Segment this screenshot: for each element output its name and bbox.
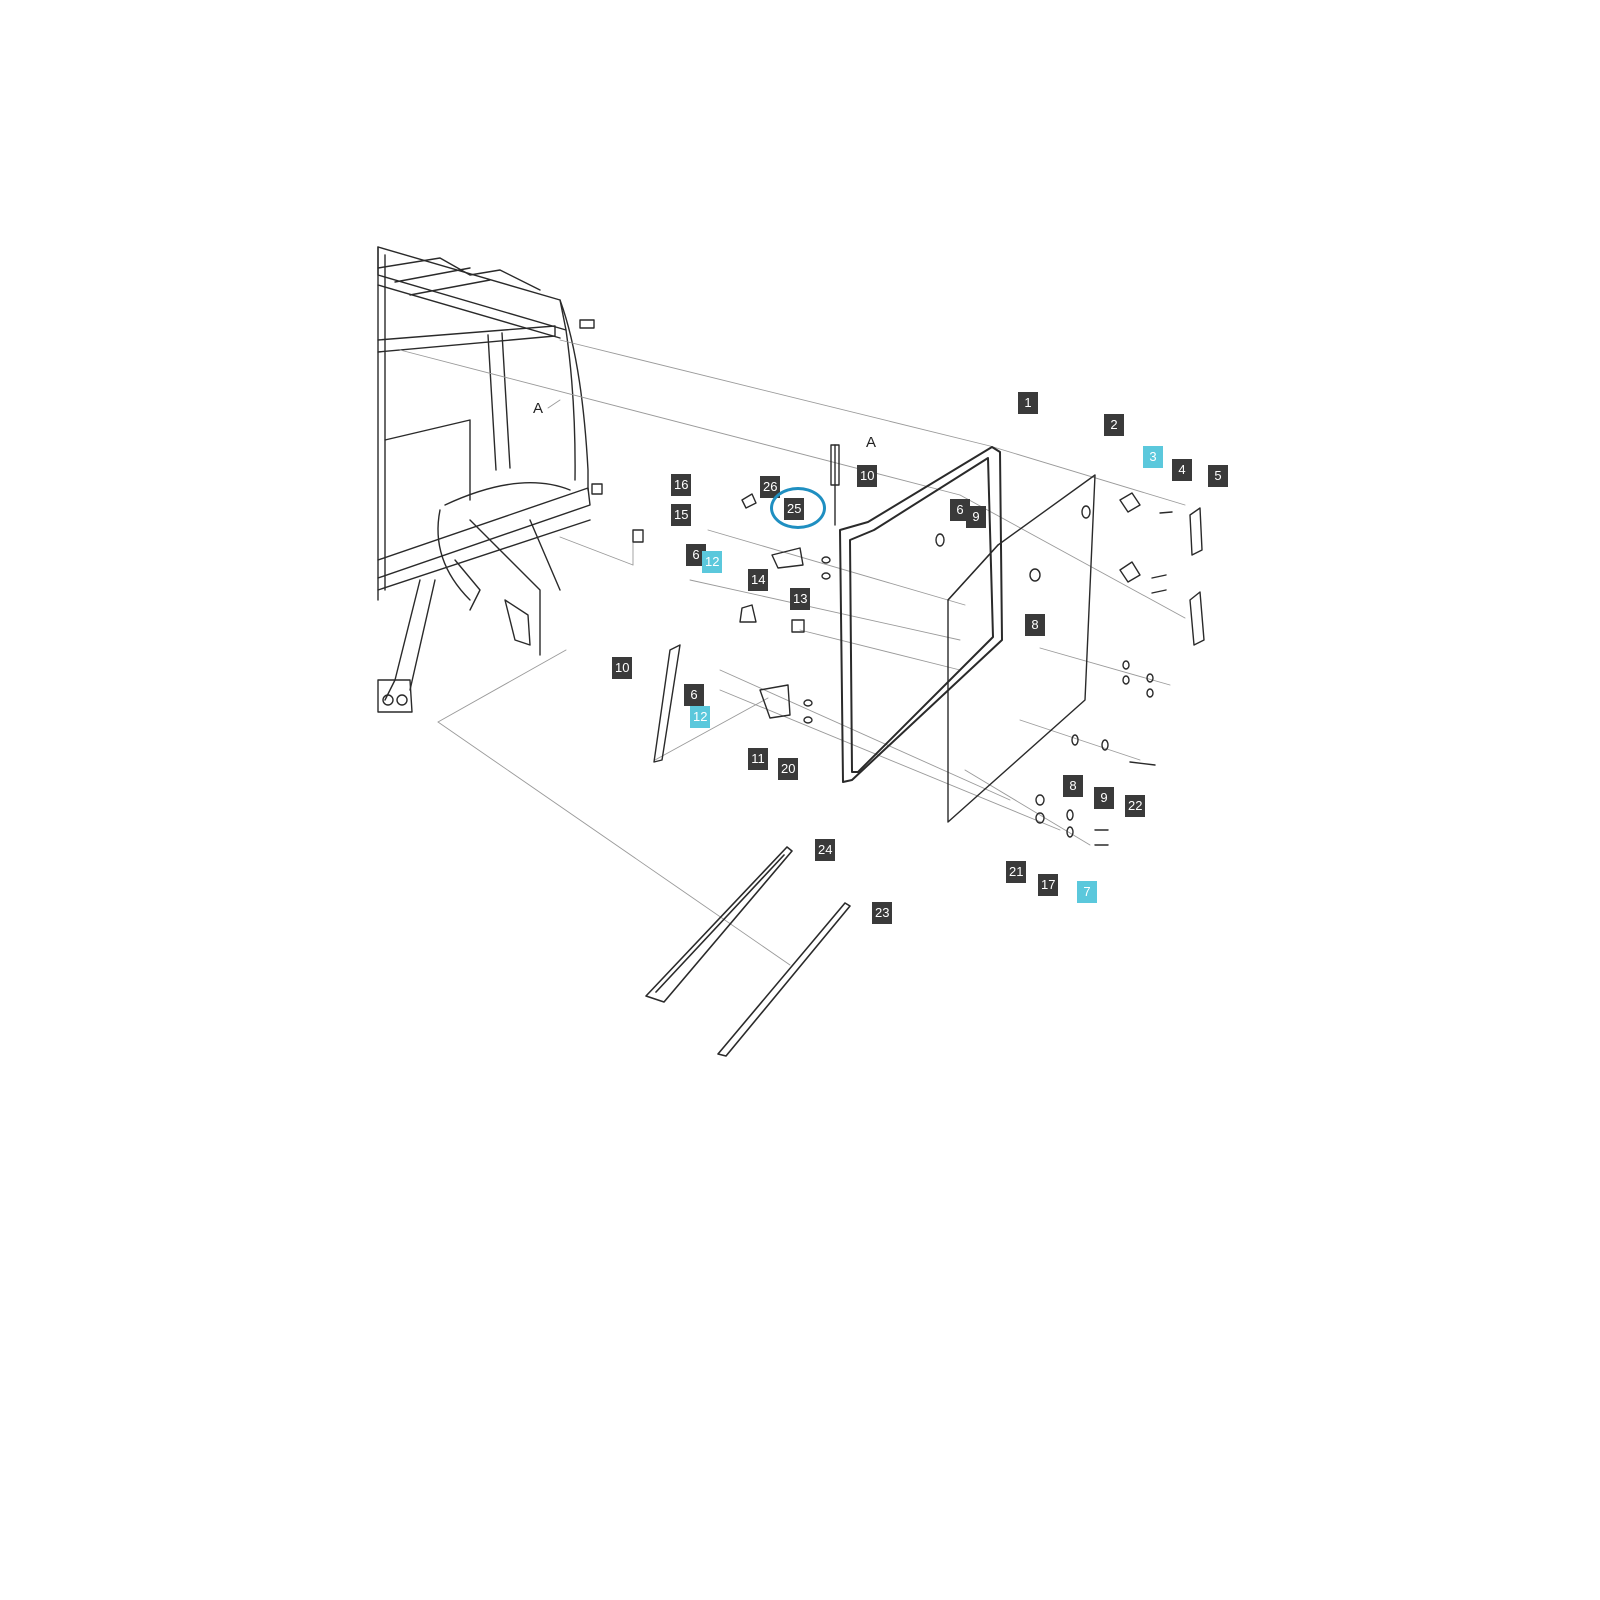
callout-8: 8 [1025, 614, 1045, 636]
callout-21: 21 [1006, 861, 1027, 883]
window-seal-frame [839, 446, 1003, 783]
callout-6: 6 [686, 544, 706, 566]
callout-10: 10 [857, 465, 878, 487]
reference-mark-a-strut: A [866, 434, 877, 451]
callout-14: 14 [748, 569, 769, 591]
callout-5: 5 [1208, 465, 1228, 487]
seal-strips [645, 846, 851, 1057]
callout-25-circle [770, 487, 826, 529]
glass-panel [947, 474, 1096, 823]
cab-frame [377, 246, 603, 713]
callout-6: 6 [950, 499, 970, 521]
projection-lines [399, 339, 1186, 966]
callout-20: 20 [778, 758, 799, 780]
callout-22: 22 [1125, 795, 1146, 817]
callout-9: 9 [1094, 787, 1114, 809]
callout-16: 16 [671, 474, 692, 496]
callout-2: 2 [1104, 414, 1124, 436]
reference-mark-a-frame: A [533, 400, 544, 417]
callout-9: 9 [966, 506, 986, 528]
callout-10: 10 [612, 657, 633, 679]
hardware-parts [632, 444, 1205, 846]
callout-17: 17 [1038, 874, 1059, 896]
callout-6: 6 [684, 684, 704, 706]
callout-11: 11 [748, 748, 768, 770]
callout-7: 7 [1077, 881, 1097, 903]
callout-8: 8 [1063, 775, 1083, 797]
callout-23: 23 [872, 902, 893, 924]
callout-1: 1 [1018, 392, 1038, 414]
callout-12: 12 [690, 706, 711, 728]
callout-3: 3 [1143, 446, 1163, 468]
callout-15: 15 [671, 504, 692, 526]
callout-26: 26 [760, 476, 781, 498]
callout-4: 4 [1172, 459, 1192, 481]
callout-24: 24 [815, 839, 836, 861]
callout-13: 13 [790, 588, 811, 610]
callout-12: 12 [702, 551, 723, 573]
